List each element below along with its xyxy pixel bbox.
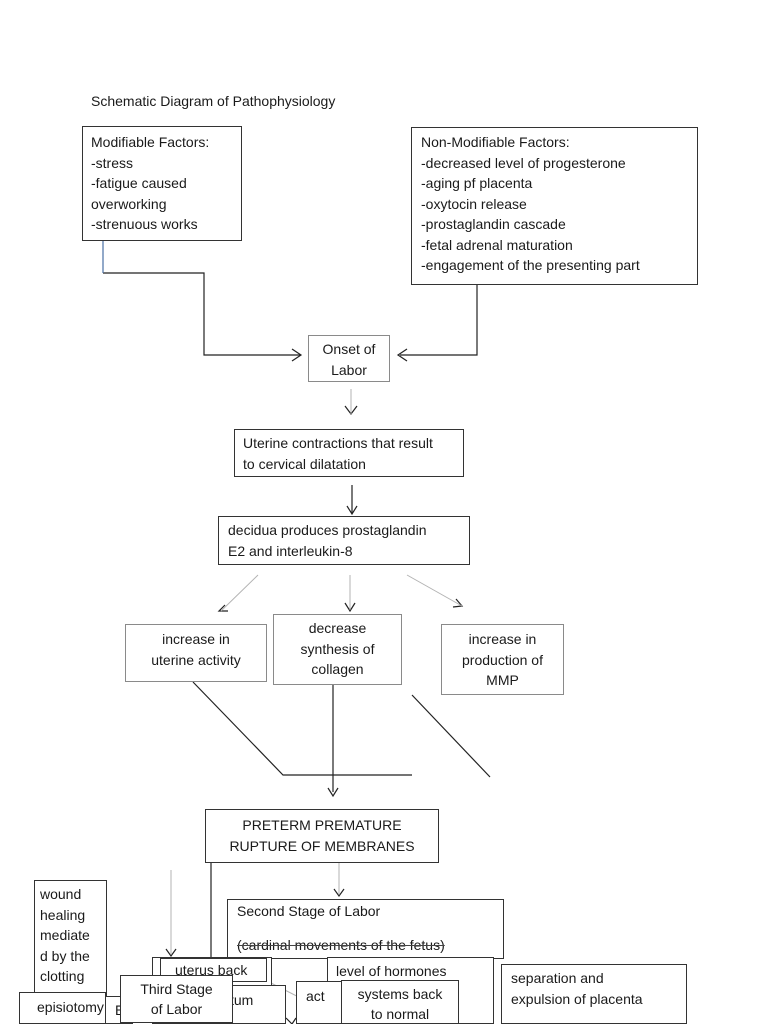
pprom-box: PRETERM PREMATURE RUPTURE OF MEMBRANES bbox=[205, 809, 439, 863]
second-stage-box: Second Stage of Labor (cardinal movement… bbox=[227, 899, 504, 959]
arrowhead bbox=[291, 348, 303, 362]
mmp-line: MMP bbox=[486, 672, 519, 688]
e-fragment-text: E bbox=[115, 1000, 132, 1020]
onset-of-labor-box: Onset of Labor bbox=[308, 335, 390, 382]
act-box: act bbox=[296, 981, 342, 1024]
systems-back-line: systems back bbox=[357, 986, 443, 1002]
arrowhead bbox=[346, 505, 358, 516]
systems-back-line: to normal bbox=[370, 1006, 430, 1022]
wound-healing-line: wound bbox=[40, 886, 82, 902]
wound-healing-line: d by the bbox=[40, 947, 90, 964]
level-hormones-text: level of hormones bbox=[336, 963, 447, 979]
mmp-box: increase in production of MMP bbox=[441, 624, 564, 695]
decidua-line: decidua produces prostaglandin bbox=[228, 522, 427, 538]
mmp-line: increase in bbox=[468, 631, 537, 647]
arrowhead bbox=[217, 604, 228, 612]
mmp-merge-line bbox=[411, 694, 491, 778]
collagen-box: decrease synthesis of collagen bbox=[273, 614, 402, 685]
non-modifiable-line: -fetal adrenal maturation bbox=[421, 236, 573, 253]
collagen-line: decrease bbox=[308, 620, 367, 636]
uterus-back-text: uterus back bbox=[175, 962, 248, 978]
non-modifiable-line: -decreased level of progesterone bbox=[421, 154, 626, 171]
collagen-line: synthesis of bbox=[300, 640, 375, 657]
wound-healing-line: healing bbox=[40, 906, 86, 923]
separation-line: expulsion of placenta bbox=[511, 990, 643, 1007]
uterine-contractions-box: Uterine contractions that result to cerv… bbox=[234, 429, 464, 477]
uterine-contractions-line: to cervical dilatation bbox=[243, 455, 366, 472]
arrowhead bbox=[396, 348, 408, 362]
pprom-line: RUPTURE OF MEMBRANES bbox=[229, 837, 415, 854]
arrowhead bbox=[327, 787, 339, 798]
non-modifiable-line: -engagement of the presenting part bbox=[421, 257, 640, 273]
decidua-to-activity-line bbox=[220, 574, 259, 612]
second-stage-line bbox=[237, 920, 494, 937]
decidua-to-mmp-line bbox=[406, 574, 463, 607]
episiotomy-box: episiotomy bbox=[19, 992, 106, 1024]
non-modifiable-line: -prostaglandin cascade bbox=[421, 216, 566, 232]
arrowhead bbox=[333, 888, 345, 898]
third-stage-line: of Labor bbox=[150, 1001, 203, 1017]
modifiable-factors-box: Modifiable Factors: -stress -fatigue cau… bbox=[82, 126, 242, 241]
systems-back-box: systems back to normal bbox=[341, 980, 459, 1024]
arrowhead bbox=[285, 1017, 297, 1024]
third-stage-box: Third Stage of Labor bbox=[120, 975, 233, 1023]
modifiable-line: overworking bbox=[91, 195, 167, 212]
second-stage-line: (cardinal movements of the fetus) bbox=[237, 937, 445, 953]
diagram-title: Schematic Diagram of Pathophysiology bbox=[91, 93, 336, 109]
mmp-line: production of bbox=[462, 651, 543, 668]
arrowhead bbox=[344, 602, 356, 613]
separation-line: separation and bbox=[511, 970, 604, 986]
decidua-box: decidua produces prostaglandin E2 and in… bbox=[218, 516, 470, 565]
non-modifiable-line: Non-Modifiable Factors: bbox=[421, 134, 570, 150]
modifiable-to-onset-line bbox=[103, 272, 300, 356]
act-text: act bbox=[306, 988, 325, 1004]
uterine-contractions-line: Uterine contractions that result bbox=[243, 435, 433, 451]
collagen-line: collagen bbox=[311, 661, 364, 677]
uterine-activity-merge-line bbox=[192, 681, 412, 776]
uterine-activity-box: increase in uterine activity bbox=[125, 624, 267, 682]
second-stage-line: Second Stage of Labor bbox=[237, 903, 381, 919]
onset-line: Onset of bbox=[322, 341, 376, 357]
uterine-activity-line: uterine activity bbox=[151, 651, 241, 668]
decidua-line: E2 and interleukin-8 bbox=[228, 542, 353, 559]
arrowhead bbox=[165, 948, 177, 958]
tum-box: tum bbox=[196, 985, 286, 1024]
modifiable-line: -fatigue caused bbox=[91, 175, 187, 191]
pprom-line: PRETERM PREMATURE bbox=[242, 817, 402, 833]
modifiable-line: Modifiable Factors: bbox=[91, 134, 210, 150]
nonmodifiable-to-onset-line bbox=[400, 283, 557, 356]
separation-box: separation and expulsion of placenta bbox=[501, 964, 687, 1024]
wound-healing-line: mediate bbox=[40, 927, 90, 943]
uterine-activity-line: increase in bbox=[162, 631, 230, 647]
tum-text: tum bbox=[230, 992, 254, 1008]
modifiable-line: -strenuous works bbox=[91, 216, 198, 232]
onset-line: Labor bbox=[331, 361, 367, 378]
non-modifiable-line: -aging pf placenta bbox=[421, 175, 533, 191]
non-modifiable-factors-box: Non-Modifiable Factors: -decreased level… bbox=[411, 127, 698, 285]
non-modifiable-line: -oxytocin release bbox=[421, 195, 527, 212]
wound-healing-line: clotting bbox=[40, 968, 85, 984]
modifiable-line: -stress bbox=[91, 154, 133, 171]
third-stage-line: Third Stage bbox=[140, 981, 213, 997]
episiotomy-text: episiotomy bbox=[37, 999, 104, 1015]
